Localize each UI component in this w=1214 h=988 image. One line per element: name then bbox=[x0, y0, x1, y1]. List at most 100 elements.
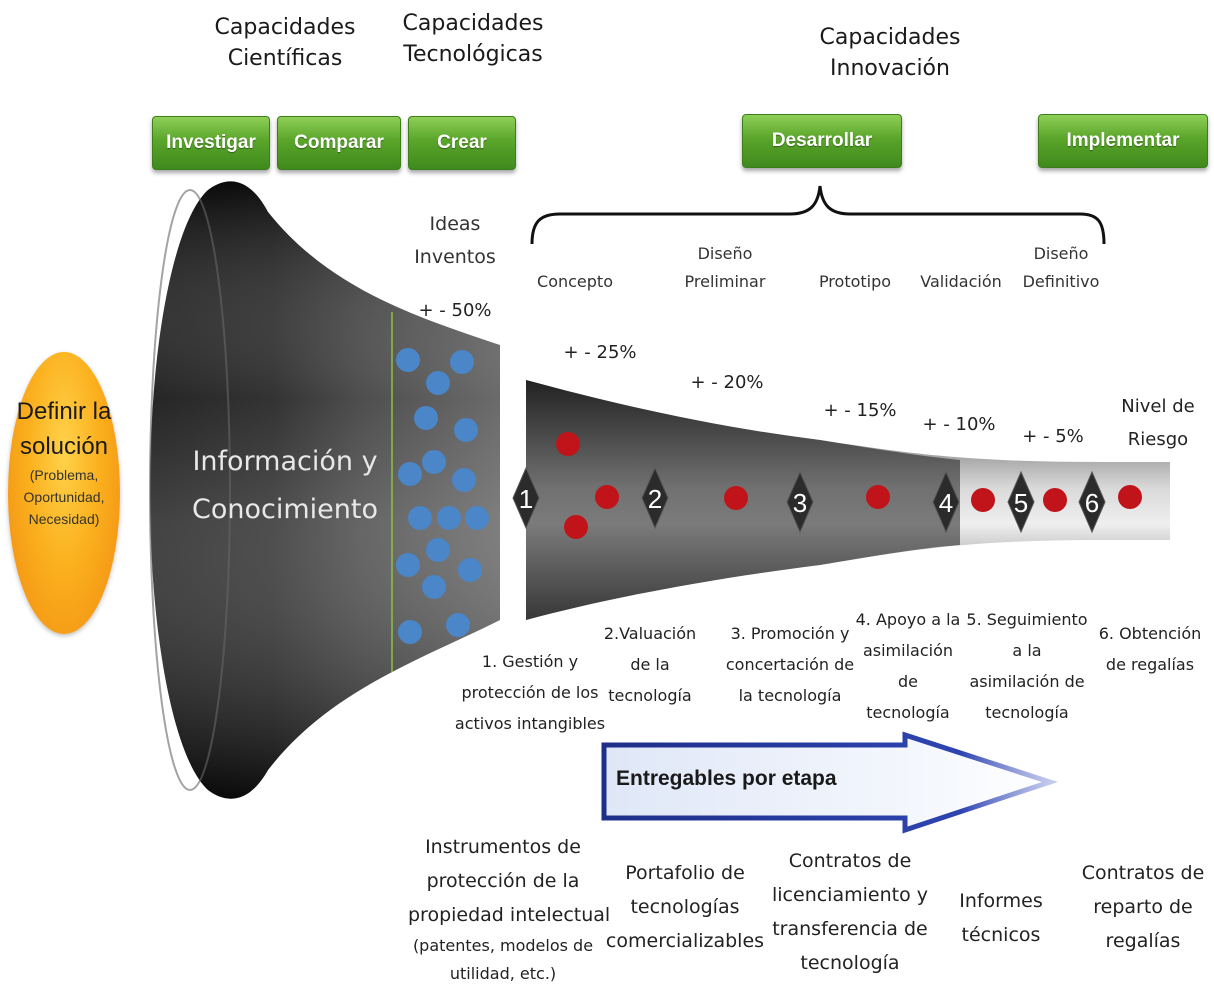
risk-25-label: + - 25% bbox=[563, 342, 637, 363]
step-1-line-2: protección de los bbox=[461, 683, 599, 702]
cap-cientificas-label: Capacidades Científicas bbox=[200, 12, 370, 74]
deliverable-2-line-1: Portafolio de bbox=[625, 862, 745, 884]
step-1-description: 1. Gestión y protección de los activos i… bbox=[450, 646, 610, 739]
step-2-line-2: de la bbox=[630, 655, 670, 674]
cap-innovacion-line-2: Innovación bbox=[830, 56, 950, 81]
deliverable-3: Contratos de licenciamiento y transferen… bbox=[770, 844, 930, 980]
blue-dot bbox=[408, 506, 432, 530]
step-4-line-3: de bbox=[898, 672, 918, 691]
red-dot bbox=[556, 432, 580, 456]
cap-innovacion-line-1: Capacidades bbox=[819, 25, 961, 50]
deliverable-1-note-line-1: (patentes, modelos de bbox=[412, 936, 594, 955]
step-1-line-1: 1. Gestión y bbox=[481, 652, 579, 671]
deliverable-2-line-3: comercializables bbox=[605, 930, 765, 952]
stage-marker-diamond bbox=[786, 470, 814, 534]
stage-marker-number: 3 bbox=[793, 488, 807, 518]
blue-dot bbox=[396, 348, 420, 372]
deliverable-1-note-line-2: utilidad, etc.) bbox=[449, 964, 557, 983]
crear-button[interactable]: Crear bbox=[408, 116, 516, 170]
blue-dot bbox=[446, 613, 470, 637]
step-6-line-2: de regalías bbox=[1105, 655, 1195, 674]
cap-cientificas-line-1: Capacidades bbox=[214, 15, 356, 40]
step-6-description: 6. Obtención de regalías bbox=[1090, 618, 1210, 680]
stage-marker-number: 4 bbox=[939, 488, 953, 518]
deliverable-1: Instrumentos de protección de la propied… bbox=[408, 830, 610, 988]
step-5-line-3: asimilación de bbox=[969, 672, 1085, 691]
deliverable-1-line-2: protección de la bbox=[426, 870, 580, 892]
stage-validacion: Validación bbox=[920, 272, 1002, 291]
risk-10-label: + - 10% bbox=[922, 414, 996, 435]
step-4-line-1: 4. Apoyo a la bbox=[855, 610, 961, 629]
blue-dot bbox=[458, 558, 482, 582]
step-2-line-3: tecnología bbox=[608, 686, 692, 705]
stage-marker-number: 2 bbox=[648, 484, 662, 514]
implementar-button[interactable]: Implementar bbox=[1038, 114, 1208, 168]
funnel-rim bbox=[149, 189, 231, 791]
blue-dot bbox=[437, 506, 461, 530]
blue-dot bbox=[422, 575, 446, 599]
stage-diseno-definitivo: Diseño Definitivo bbox=[1006, 240, 1116, 296]
investigar-button[interactable]: Investigar bbox=[152, 116, 270, 170]
stage-marker-diamond bbox=[1078, 470, 1106, 534]
deliverable-5-line-1: Contratos de bbox=[1081, 862, 1205, 884]
stage-marker-diamond bbox=[932, 470, 960, 534]
blue-dot bbox=[396, 553, 420, 577]
stage-diseno-definitivo-line-1: Diseño bbox=[1033, 244, 1089, 263]
stage-marker-diamond bbox=[1007, 470, 1035, 534]
define-subtitle-line-2: Oportunidad, bbox=[23, 489, 105, 505]
deliverables-arrow bbox=[601, 731, 1059, 834]
define-subtitle-line-3: Necesidad) bbox=[28, 511, 100, 527]
step-3-line-3: la tecnología bbox=[738, 686, 842, 705]
red-dot bbox=[595, 485, 619, 509]
risk-20-label: + - 20% bbox=[690, 372, 764, 393]
nivel-riesgo-label: Nivel de Riesgo bbox=[1108, 390, 1208, 456]
stage-marker-diamond bbox=[641, 466, 669, 530]
deliverable-1-line-1: Instrumentos de bbox=[425, 836, 581, 858]
blue-dot bbox=[422, 450, 446, 474]
step-5-description: 5. Seguimiento a la asimilación de tecno… bbox=[960, 604, 1094, 728]
funnel-bell-shading bbox=[150, 181, 500, 799]
stage-diseno-preliminar: Diseño Preliminar bbox=[665, 240, 785, 296]
step-1-line-3: activos intangibles bbox=[454, 714, 606, 733]
cap-innovacion-label: Capacidades Innovación bbox=[800, 22, 980, 84]
comparar-button[interactable]: Comparar bbox=[277, 116, 401, 170]
step-5-line-2: a la bbox=[1012, 641, 1042, 660]
stage-diseno-preliminar-line-1: Diseño bbox=[697, 244, 753, 263]
ideas-inventos-label: Ideas Inventos bbox=[395, 208, 515, 274]
risk-50-label: + - 50% bbox=[418, 300, 492, 321]
deliverable-3-line-4: tecnología bbox=[800, 952, 900, 974]
blue-dot bbox=[450, 350, 474, 374]
desarrollar-button[interactable]: Desarrollar bbox=[742, 114, 902, 168]
deliverable-3-line-2: licenciamiento y bbox=[772, 884, 928, 906]
funnel-label-line-1: Información y bbox=[192, 446, 378, 477]
deliverable-2: Portafolio de tecnologías comercializabl… bbox=[605, 856, 765, 958]
stage-concepto: Concepto bbox=[537, 272, 613, 291]
deliverable-3-line-1: Contratos de bbox=[788, 850, 912, 872]
deliverable-4: Informes técnicos bbox=[946, 884, 1056, 952]
define-subtitle-line-1: (Problema, bbox=[29, 467, 99, 483]
nivel-riesgo-line-1: Nivel de bbox=[1121, 396, 1195, 417]
deliverable-5-line-2: reparto de bbox=[1093, 896, 1193, 918]
nivel-riesgo-line-2: Riesgo bbox=[1127, 429, 1189, 450]
blue-dot bbox=[452, 468, 476, 492]
funnel-label: Información y Conocimiento bbox=[185, 438, 385, 534]
step-5-line-1: 5. Seguimiento bbox=[966, 610, 1088, 629]
cap-tecnologicas-line-2: Tecnológicas bbox=[403, 42, 543, 67]
blue-dot bbox=[426, 371, 450, 395]
stages-bracket bbox=[530, 185, 1106, 245]
deliverable-4-line-1: Informes bbox=[959, 890, 1043, 912]
blue-dot bbox=[398, 620, 422, 644]
deliverable-2-line-2: tecnologías bbox=[630, 896, 740, 918]
ideas-line: Ideas bbox=[429, 213, 481, 235]
inventos-line: Inventos bbox=[414, 246, 496, 268]
deliverable-5: Contratos de reparto de regalías bbox=[1075, 856, 1211, 958]
stage-marker-number: 6 bbox=[1085, 488, 1099, 518]
step-6-line-1: 6. Obtención bbox=[1098, 624, 1202, 643]
blue-dot bbox=[465, 506, 489, 530]
stage-marker-number: 1 bbox=[519, 484, 533, 514]
risk-15-label: + - 15% bbox=[823, 400, 897, 421]
red-dot bbox=[1118, 485, 1142, 509]
stage-diseno-definitivo-line-2: Definitivo bbox=[1022, 272, 1100, 291]
arrow-label: Entregables por etapa bbox=[616, 767, 837, 790]
